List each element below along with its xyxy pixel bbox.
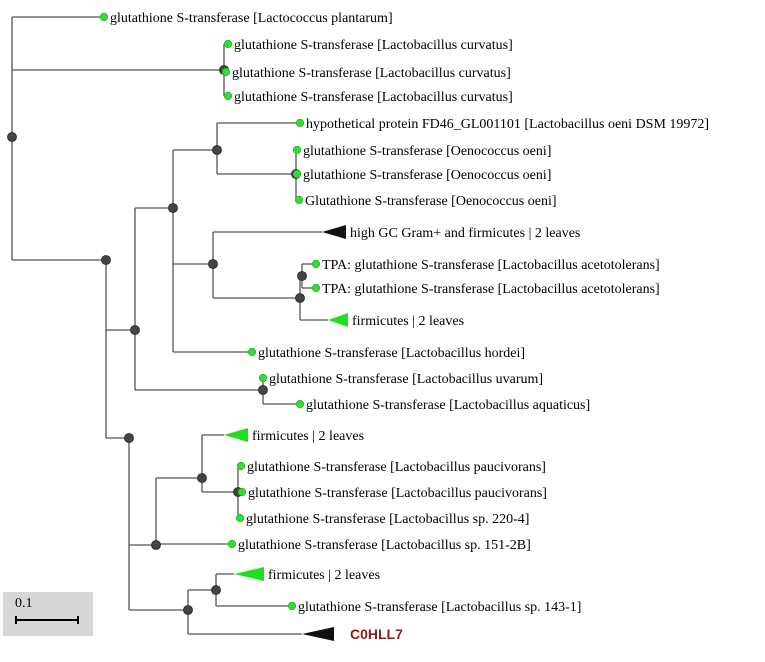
internal-node-n11 xyxy=(197,473,207,483)
leaf-label-l4: glutathione S-transferase [Lactobacillus… xyxy=(234,90,513,105)
leaf-label-l2: glutathione S-transferase [Lactobacillus… xyxy=(234,38,513,53)
leaf-node-l15 xyxy=(237,487,247,497)
leaf-label-c4: firmicutes | 2 leaves xyxy=(268,568,380,583)
leaf-label-l15: glutathione S-transferase [Lactobacillus… xyxy=(248,486,547,501)
scale-bar-label: 0.1 xyxy=(15,596,33,611)
leaf-node-l11 xyxy=(247,347,257,357)
leaf-node-l14 xyxy=(236,461,246,471)
leaf-label-l3: glutathione S-transferase [Lactobacillus… xyxy=(232,66,511,81)
leaf-node-l10 xyxy=(311,283,321,293)
leaf-label-l6: glutathione S-transferase [Oenococcus oe… xyxy=(303,144,551,159)
scale-bar xyxy=(15,616,79,624)
leaf-labels: glutathione S-transferase [Lactococcus p… xyxy=(110,11,709,642)
leaf-label-l5: hypothetical protein FD46_GL001101 [Lact… xyxy=(306,117,709,132)
leaf-label-c2: firmicutes | 2 leaves xyxy=(352,314,464,329)
internal-node-n9 xyxy=(124,433,134,443)
leaf-node-l13 xyxy=(295,399,305,409)
leaf-node-l9 xyxy=(311,259,321,269)
leaf-node-l2 xyxy=(223,39,233,49)
internal-node-n1 xyxy=(101,255,111,265)
collapsed-clade-c2 xyxy=(328,313,348,327)
leaf-node-l12 xyxy=(258,373,268,383)
collapsed-clades xyxy=(224,225,348,641)
leaf-label-l16: glutathione S-transferase [Lactobacillus… xyxy=(246,512,529,527)
tree-nodes xyxy=(7,12,321,615)
leaf-node-l8 xyxy=(294,195,304,205)
leaf-label-l8: Glutathione S-transferase [Oenococcus oe… xyxy=(305,194,557,209)
internal-node-oeniC xyxy=(212,145,222,155)
internal-node-n8 xyxy=(258,385,268,395)
leaf-label-l11: glutathione S-transferase [Lactobacillus… xyxy=(258,346,525,361)
leaf-node-l18 xyxy=(287,601,297,611)
leaf-label-l9: TPA: glutathione S-transferase [Lactobac… xyxy=(322,258,660,273)
leaf-label-l7: glutathione S-transferase [Oenococcus oe… xyxy=(303,168,551,183)
leaf-node-l17 xyxy=(227,539,237,549)
leaf-node-l4 xyxy=(223,91,233,101)
internal-node-n5 xyxy=(208,259,218,269)
leaf-label-l18: glutathione S-transferase [Lactobacillus… xyxy=(298,600,581,615)
internal-node-n3 xyxy=(168,203,178,213)
collapsed-clade-c1 xyxy=(322,225,346,239)
internal-node-acetP xyxy=(297,271,307,281)
leaf-label-l12: glutathione S-transferase [Lactobacillus… xyxy=(269,372,543,387)
internal-node-n2 xyxy=(130,325,140,335)
scale-bar-legend: 0.1 xyxy=(3,592,93,636)
leaf-label-c3: firmicutes | 2 leaves xyxy=(252,429,364,444)
leaf-node-l6 xyxy=(292,145,302,155)
leaf-node-l7 xyxy=(292,169,302,179)
leaf-label-l1: glutathione S-transferase [Lactococcus p… xyxy=(110,11,393,26)
internal-node-n14 xyxy=(211,585,221,595)
internal-node-acet xyxy=(295,293,305,303)
collapsed-clade-c5 xyxy=(302,627,334,641)
leaf-node-l3 xyxy=(221,67,231,77)
leaf-node-l5 xyxy=(295,118,305,128)
leaf-label-c1: high GC Gram+ and firmicutes | 2 leaves xyxy=(350,226,580,241)
internal-node-n13 xyxy=(183,605,193,615)
leaf-label-l17: glutathione S-transferase [Lactobacillus… xyxy=(238,538,531,553)
leaf-label-l13: glutathione S-transferase [Lactobacillus… xyxy=(306,398,590,413)
leaf-label-c5: C0HLL7 xyxy=(350,626,403,642)
internal-node-n10 xyxy=(151,540,161,550)
leaf-label-l10: TPA: glutathione S-transferase [Lactobac… xyxy=(322,282,660,297)
leaf-node-l1 xyxy=(99,12,109,22)
collapsed-clade-c4 xyxy=(234,567,264,581)
collapsed-clade-c3 xyxy=(224,428,248,442)
internal-node-root xyxy=(7,132,17,142)
leaf-node-l16 xyxy=(235,513,245,523)
leaf-label-l14: glutathione S-transferase [Lactobacillus… xyxy=(247,460,546,475)
